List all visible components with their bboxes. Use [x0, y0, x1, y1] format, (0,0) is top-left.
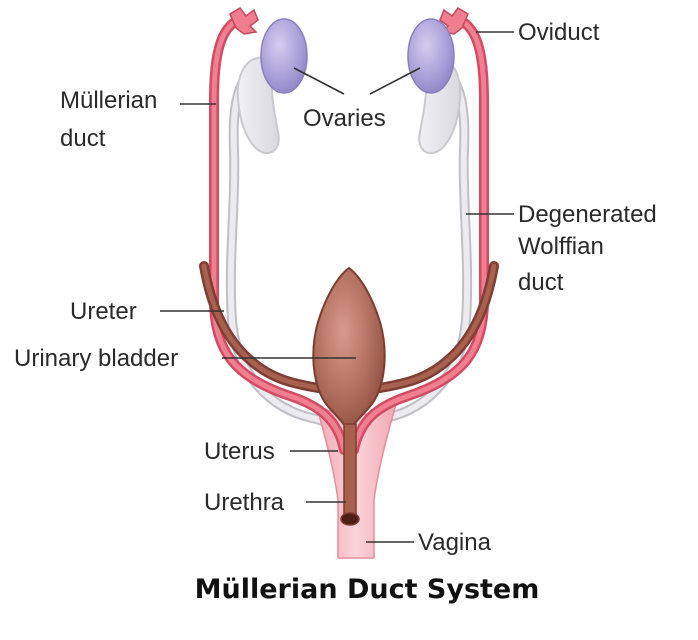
- urinary-bladder: [313, 268, 384, 428]
- label-vagina: Vagina: [418, 529, 492, 556]
- label-ovaries: Ovaries: [303, 105, 386, 132]
- label-uterus: Uterus: [204, 438, 275, 465]
- urethra-opening: [341, 513, 359, 525]
- ovary-left: [261, 19, 307, 93]
- ovary-right: [408, 19, 454, 93]
- label-mullerian-line1: Müllerian: [60, 87, 157, 114]
- label-wolffian-line3: duct: [518, 269, 564, 296]
- label-oviduct: Oviduct: [518, 19, 600, 46]
- label-urinary-bladder: Urinary bladder: [14, 345, 178, 372]
- urethra: [344, 424, 356, 518]
- ureter-right: [380, 266, 494, 388]
- ovaries-leader-right: [370, 68, 420, 94]
- oviduct-fimbria-left: [230, 8, 258, 34]
- caption: Müllerian Duct System: [195, 574, 540, 605]
- label-ureter: Ureter: [70, 298, 137, 325]
- label-urethra: Urethra: [204, 489, 285, 516]
- label-wolffian-line1: Degenerated: [518, 201, 657, 228]
- label-mullerian-line2: duct: [60, 125, 106, 152]
- label-wolffian-line2: Wolffian: [518, 233, 604, 260]
- ureter-left: [204, 266, 318, 388]
